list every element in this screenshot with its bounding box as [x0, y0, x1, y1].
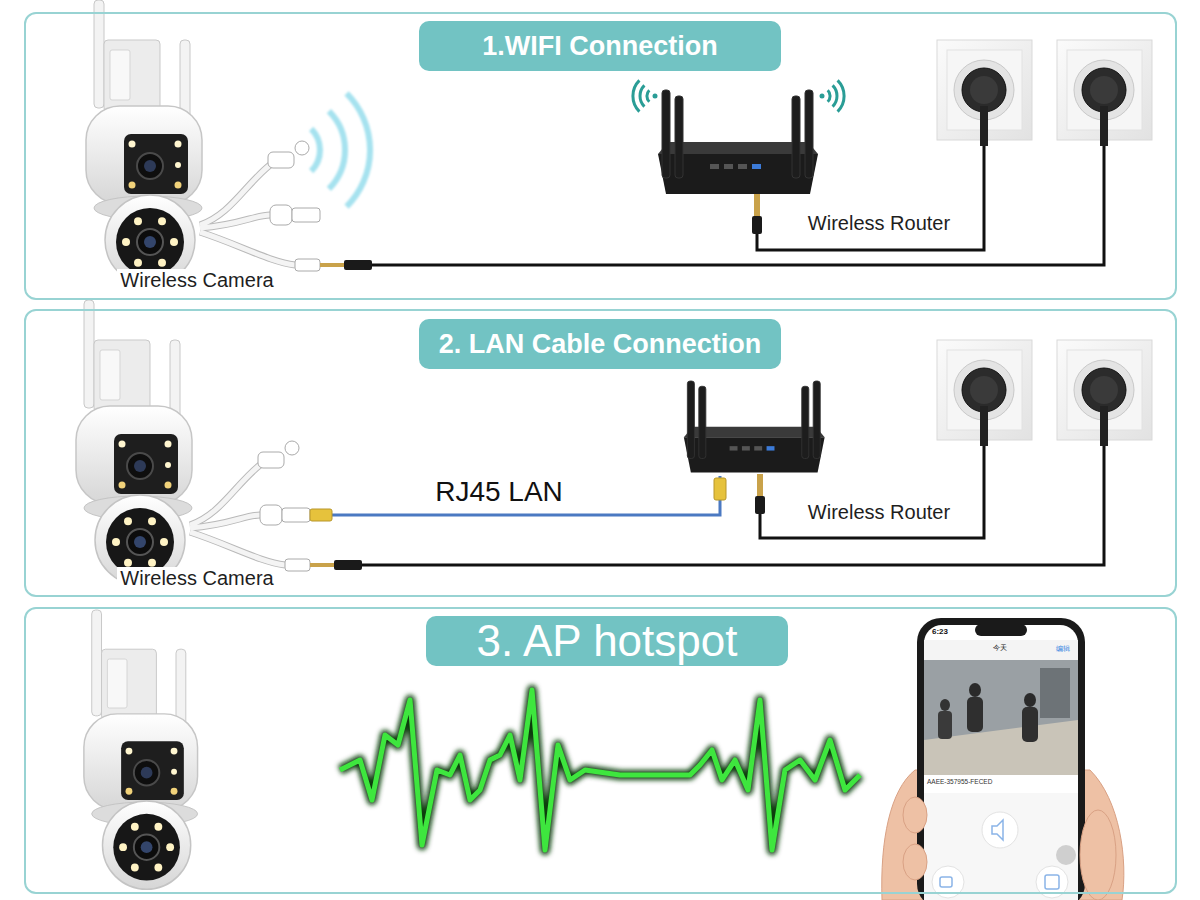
camera-illustration [84, 610, 198, 889]
camera-unit: Wireless Camera [80, 12, 325, 296]
wall-socket [1057, 340, 1152, 446]
rj45-plug [714, 478, 726, 500]
dc-plug [310, 563, 334, 567]
phone-in-hand [992, 820, 1003, 840]
wall-socket [937, 340, 1032, 446]
device-label: Wireless Camera [117, 269, 276, 292]
phone-in-hand [969, 683, 981, 697]
router-signal [640, 85, 644, 106]
dc-plug [320, 263, 344, 267]
connection-panel: 2. LAN Cable ConnectionWireless Camera Wi… [24, 309, 1177, 597]
router-signal [647, 90, 649, 101]
screen-text: 6:23 [932, 627, 948, 636]
signal-wave [340, 690, 860, 850]
device-label: Wireless Camera [117, 567, 276, 590]
rj45-plug [310, 509, 332, 521]
lan-cable [310, 476, 720, 515]
router-signal [633, 80, 639, 111]
dc-plug [344, 260, 372, 270]
dc-plug [757, 474, 763, 496]
screen-text: 编辑 [1056, 645, 1070, 653]
dc-plug [755, 496, 765, 514]
camera-illustration [86, 0, 202, 285]
phone-in-hand [1022, 707, 1038, 742]
router-signal [820, 94, 825, 99]
section-heading: 2. LAN Cable Connection [419, 319, 781, 369]
phone-in-hand [1080, 810, 1116, 900]
router-signal [828, 90, 830, 101]
dc-plug [320, 194, 762, 270]
phone-in-hand [940, 699, 950, 711]
phone-in-hand [1040, 668, 1070, 718]
router-unit: Wireless Router [630, 80, 810, 196]
camera-illustration [76, 300, 192, 585]
device-label: Wireless Router [805, 501, 953, 524]
connection-panel: 1.WIFI ConnectionWireless Camera Wireless… [24, 12, 1177, 300]
router-illustration [684, 381, 825, 473]
screen-text: 今天 [993, 644, 1007, 652]
wifi-waves [311, 129, 320, 171]
camera-cables [200, 141, 320, 271]
phone-in-hand [903, 797, 927, 833]
phone-in-hand [1056, 845, 1076, 865]
phone-in-hand [975, 624, 1027, 636]
phone-in-hand [1045, 875, 1059, 889]
phone-in-hand [924, 640, 1078, 660]
router-unit: Wireless Router [665, 370, 830, 476]
phone-in-hand [938, 711, 952, 739]
cable-label: RJ45 LAN [431, 476, 567, 508]
wifi-waves [311, 93, 370, 206]
wifi-waves [347, 93, 370, 206]
phone-in-hand [967, 697, 983, 732]
dc-plug [334, 560, 362, 570]
signal-wave [340, 690, 860, 850]
screen-text: AAEE-357955-FECED [927, 778, 992, 785]
phone-in-hand [924, 625, 1078, 900]
phone-in-hand [924, 793, 1078, 900]
router-signal [633, 80, 844, 111]
wifi-waves [329, 111, 345, 189]
dc-plug [754, 194, 760, 216]
phone-in-hand [940, 877, 952, 887]
router-signal [653, 94, 658, 99]
phone-in-hand [924, 660, 1078, 775]
phone-in-hand [882, 618, 1124, 900]
signal-wave [340, 690, 860, 850]
dc-plug [752, 216, 762, 234]
wall-socket [937, 40, 1032, 146]
dc-plug [310, 474, 765, 570]
router-signal [838, 80, 844, 111]
router-signal [833, 85, 837, 106]
phone-in-hand [903, 844, 927, 880]
camera-cables [190, 441, 310, 571]
wall-socket [1057, 40, 1152, 146]
router-illustration [658, 90, 818, 194]
phone-in-hand [1024, 693, 1036, 707]
section-heading: 3. AP hotspot [426, 616, 788, 666]
section-heading: 1.WIFI Connection [419, 21, 781, 71]
phone-in-hand [982, 812, 1018, 848]
phone-in-hand [917, 618, 1085, 900]
device-label: Wireless Router [805, 212, 953, 235]
camera-unit: Wireless Camera [70, 305, 310, 591]
